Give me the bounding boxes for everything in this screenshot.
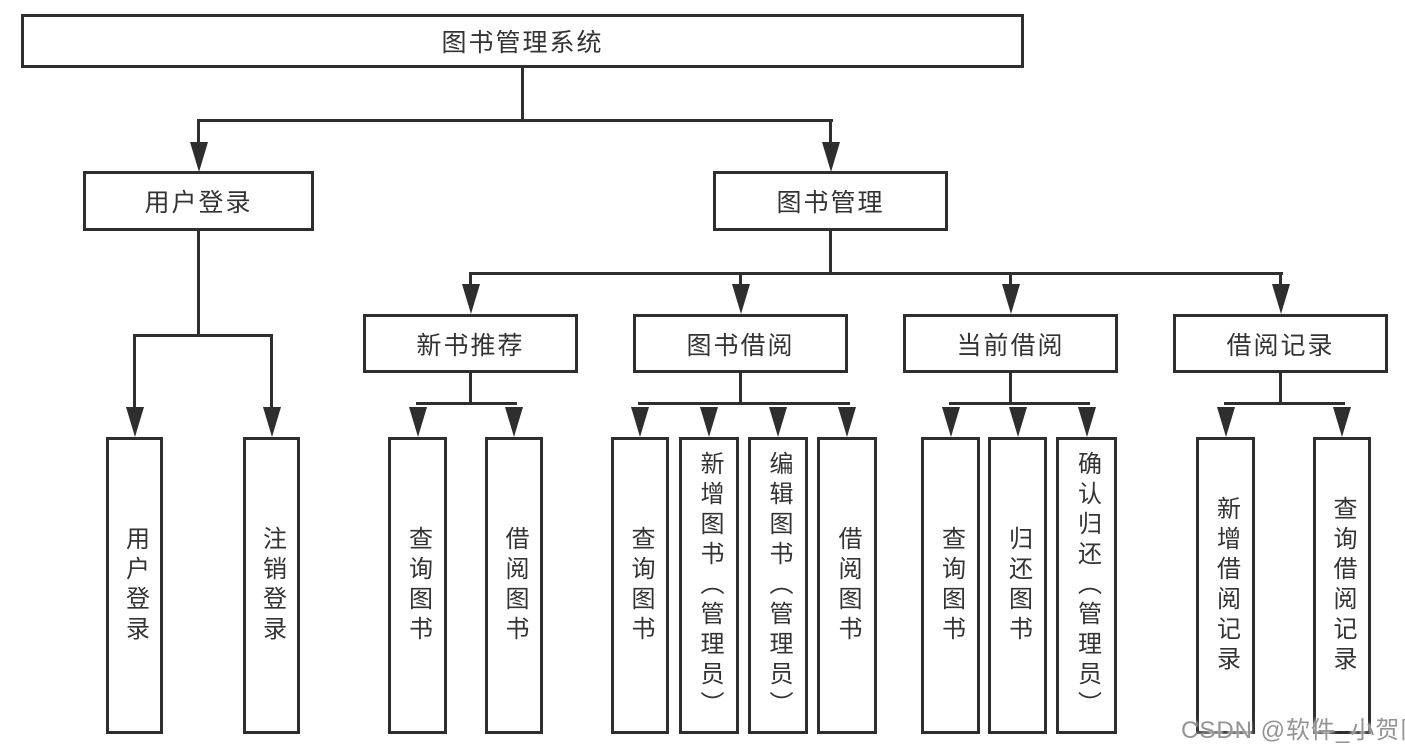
arrow-down-icon [631, 407, 649, 437]
node-root: 图书管理系统 [21, 14, 1024, 68]
leaf-recommend-query-books: 查询图书 [388, 437, 447, 734]
arrow-down-icon [1078, 407, 1096, 437]
leaf-records-query-record-label: 查询借阅记录 [1329, 495, 1356, 676]
leaf-borrow-query-books: 查询图书 [611, 437, 669, 734]
node-book-management-label: 图书管理 [776, 189, 885, 217]
arrow-down-icon [190, 142, 208, 172]
leaf-current-confirm-return-admin-label: 确认归还（管理员） [1073, 450, 1101, 721]
leaf-recommend-query-books-label: 查询图书 [404, 525, 432, 646]
node-borrow-records-label: 借阅记录 [1226, 331, 1335, 360]
leaf-current-return-books: 归还图书 [988, 437, 1047, 734]
leaf-user-login-label: 用户登录 [121, 525, 149, 646]
leaf-borrow-borrow-books: 借阅图书 [817, 437, 877, 734]
connector-recommend-branch [416, 402, 517, 405]
node-book-management: 图书管理 [713, 171, 948, 231]
arrow-down-icon [700, 407, 718, 437]
leaf-borrow-edit-books-admin-label: 编辑图书（管理员） [765, 450, 792, 721]
leaf-current-query-books-label: 查询图书 [937, 525, 965, 646]
leaf-recommend-borrow-books-label: 借阅图书 [501, 525, 528, 646]
leaf-current-confirm-return-admin: 确认归还（管理员） [1056, 437, 1117, 734]
connector-records-drop [1279, 373, 1282, 405]
node-borrow-records: 借阅记录 [1173, 314, 1388, 373]
leaf-logout-label: 注销登录 [258, 525, 286, 646]
leaf-recommend-borrow-books: 借阅图书 [485, 437, 543, 734]
connector-stem-user-login [197, 121, 200, 145]
connector-stem-leaf-login [133, 336, 136, 410]
connector-stem-current [1009, 274, 1012, 287]
node-new-book-recommend: 新书推荐 [363, 314, 578, 373]
connector-stem-leaf-logout [270, 336, 273, 410]
arrow-down-icon [462, 284, 480, 314]
arrow-down-icon [126, 407, 144, 437]
connector-records-branch [1224, 402, 1345, 405]
arrow-down-icon [1333, 407, 1351, 437]
connector-current-branch [949, 402, 1090, 405]
connector-root-branch [197, 119, 833, 122]
leaf-borrow-add-books-admin-label: 新增图书（管理员） [696, 450, 723, 721]
connector-stem-borrow [739, 274, 742, 287]
arrow-down-icon [838, 407, 856, 437]
node-current-borrow-label: 当前借阅 [956, 331, 1065, 360]
connector-login-drop [197, 231, 200, 337]
leaf-records-add-record-label: 新增借阅记录 [1212, 495, 1240, 676]
leaf-records-add-record: 新增借阅记录 [1196, 437, 1255, 734]
connector-mgmt-branch [469, 272, 1283, 275]
node-user-login-label: 用户登录 [144, 189, 253, 217]
connector-stem-records [1279, 274, 1282, 287]
connector-borrow-branch [638, 402, 850, 405]
node-root-label: 图书管理系统 [441, 29, 604, 57]
leaf-logout: 注销登录 [243, 437, 300, 734]
leaf-borrow-edit-books-admin: 编辑图书（管理员） [748, 437, 808, 734]
arrow-down-icon [942, 407, 960, 437]
arrow-down-icon [263, 407, 281, 437]
node-user-login: 用户登录 [83, 171, 314, 231]
leaf-records-query-record: 查询借阅记录 [1313, 437, 1371, 734]
connector-stem-recommend [469, 274, 472, 287]
connector-current-drop [1009, 373, 1012, 405]
leaf-user-login: 用户登录 [106, 437, 163, 734]
node-new-book-recommend-label: 新书推荐 [416, 331, 525, 360]
arrow-down-icon [822, 142, 840, 172]
watermark: CSDN @软件_小贺同学 [1181, 717, 1405, 744]
leaf-borrow-query-books-label: 查询图书 [627, 525, 654, 646]
arrow-down-icon [1002, 284, 1020, 314]
arrow-down-icon [1272, 284, 1290, 314]
connector-borrow-drop [739, 373, 742, 405]
arrow-down-icon [409, 407, 427, 437]
connector-login-branch [133, 334, 273, 337]
arrow-down-icon [1009, 407, 1027, 437]
connector-recommend-drop [469, 373, 472, 405]
leaf-borrow-add-books-admin: 新增图书（管理员） [679, 437, 739, 734]
node-book-borrow-label: 图书借阅 [686, 331, 795, 360]
connector-root-drop [521, 68, 524, 122]
leaf-current-query-books: 查询图书 [921, 437, 980, 734]
arrow-down-icon [505, 407, 523, 437]
leaf-borrow-borrow-books-label: 借阅图书 [834, 525, 861, 646]
node-book-borrow: 图书借阅 [633, 314, 848, 373]
connector-mgmt-drop [829, 231, 832, 275]
leaf-current-return-books-label: 归还图书 [1004, 525, 1032, 646]
arrow-down-icon [732, 284, 750, 314]
arrow-down-icon [769, 407, 787, 437]
arrow-down-icon [1217, 407, 1235, 437]
node-current-borrow: 当前借阅 [903, 314, 1118, 373]
connector-stem-book-management [829, 121, 832, 145]
